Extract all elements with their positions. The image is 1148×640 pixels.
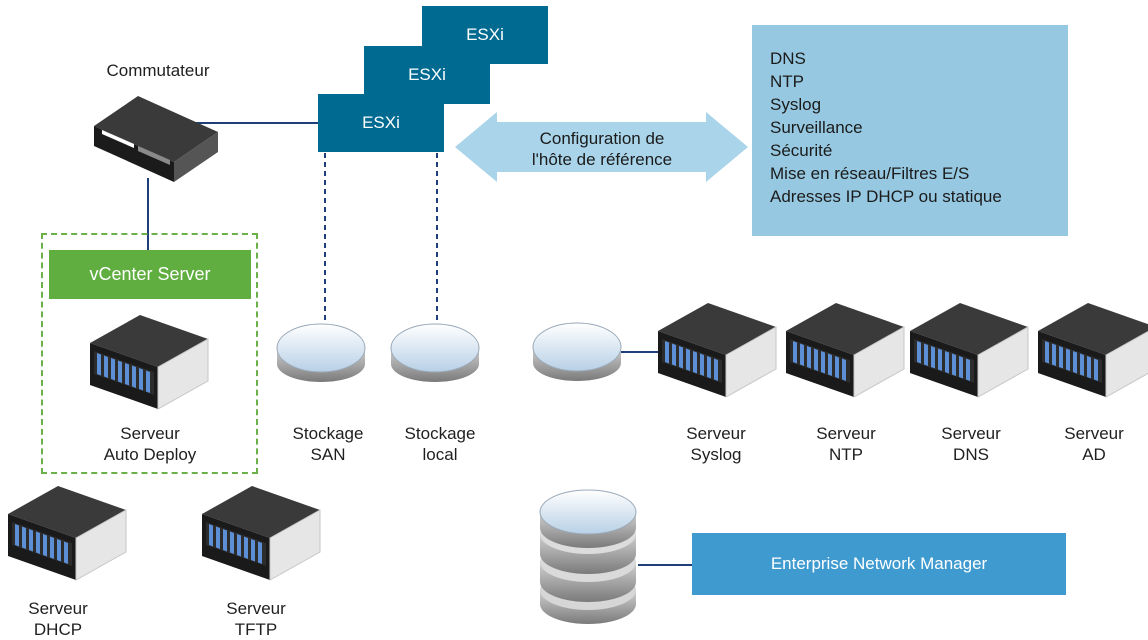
switch-icon (94, 96, 218, 182)
syslog-server-label: Serveur Syslog (664, 423, 768, 465)
ntp-server-label-line2: NTP (829, 445, 863, 464)
san-storage-label-line1: Stockage (292, 424, 364, 443)
dns-server-label-line2: DNS (953, 445, 989, 464)
config-item: Surveillance (770, 118, 863, 137)
dhcp-server-label-line1: Serveur (28, 599, 88, 618)
switch-label: Commutateur (106, 61, 210, 80)
enterprise-network-manager-box: Enterprise Network Manager (692, 533, 1066, 595)
config-item: Adresses IP DHCP ou statique (770, 187, 1002, 206)
reference-config-arrow (455, 112, 748, 182)
local-storage-label: Stockage local (388, 423, 492, 465)
tftp-server-label: Serveur TFTP (204, 598, 308, 640)
ntp-server-label-line1: Serveur (816, 424, 876, 443)
host-config-box: DNS NTP Syslog Surveillance Sécurité Mis… (752, 25, 1068, 236)
dhcp-server-label: Serveur DHCP (6, 598, 110, 640)
dns-server-label: Serveur DNS (919, 423, 1023, 465)
config-item: Sécurité (770, 141, 833, 160)
tftp-server-label-line2: TFTP (234, 620, 278, 639)
dns-server-label-line1: Serveur (941, 424, 1001, 443)
auto-deploy-label-line2: Auto Deploy (103, 445, 197, 464)
syslog-server-icon (657, 302, 777, 398)
syslog-server-label-line2: Syslog (690, 445, 742, 464)
dhcp-server-icon (7, 485, 127, 581)
config-item: Mise en réseau/Filtres E/S (770, 164, 970, 183)
local-storage-disk-icon (390, 323, 480, 383)
local-storage-label-line1: Stockage (404, 424, 476, 443)
config-item: Syslog (770, 95, 822, 114)
config-item: NTP (770, 72, 804, 91)
database-icon (539, 489, 637, 624)
vcenter-server-box: vCenter Server (49, 250, 251, 299)
tftp-server-label-line1: Serveur (226, 599, 286, 618)
tftp-server-icon (201, 485, 321, 581)
esxi-host-front: ESXi (318, 94, 444, 152)
local-storage-label-line2: local (422, 445, 458, 464)
ad-server-label-line2: AD (1082, 445, 1106, 464)
ad-server-label-line1: Serveur (1064, 424, 1124, 443)
config-item: DNS (770, 49, 806, 68)
san-storage-label-line2: SAN (310, 445, 346, 464)
vcenter-group (41, 233, 258, 474)
ad-server-icon (1037, 302, 1148, 398)
auto-deploy-label: Serveur Auto Deploy (60, 423, 240, 465)
san-storage-disk-icon (276, 323, 366, 383)
san-storage-label: Stockage SAN (276, 423, 380, 465)
reference-config-line2: l'hôte de référence (531, 150, 673, 169)
central-storage-disk-icon (532, 322, 622, 382)
ntp-server-icon (785, 302, 905, 398)
reference-config-label: Configuration de l'hôte de référence (492, 128, 712, 170)
syslog-server-label-line1: Serveur (686, 424, 746, 443)
dns-server-icon (909, 302, 1029, 398)
ntp-server-label: Serveur NTP (794, 423, 898, 465)
ad-server-label: Serveur AD (1044, 423, 1144, 465)
auto-deploy-label-line1: Serveur (120, 424, 180, 443)
dhcp-server-label-line2: DHCP (33, 620, 83, 639)
reference-config-line1: Configuration de (539, 129, 665, 148)
